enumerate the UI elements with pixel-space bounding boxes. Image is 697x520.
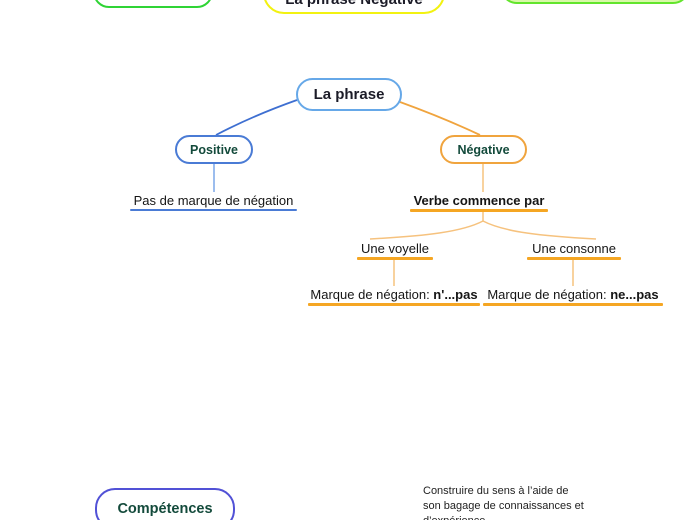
node-top-left-cutoff[interactable] bbox=[93, 0, 213, 8]
node-negative[interactable]: Négative bbox=[440, 135, 527, 164]
note-line-3: d’expérience bbox=[423, 514, 618, 520]
node-la-phrase-label: La phrase bbox=[313, 86, 385, 103]
topic-une-voyelle[interactable]: Une voyelle bbox=[361, 241, 429, 256]
link-root-positive bbox=[215, 99, 298, 136]
node-la-phrase-negative-label: La phrase Négative bbox=[285, 0, 423, 8]
note-construire-du-sens[interactable]: Construire du sens à l’aide de son bagag… bbox=[423, 484, 618, 520]
branch-underline-pas bbox=[130, 209, 297, 211]
link-verbe-consonne bbox=[482, 220, 597, 240]
node-negative-label: Négative bbox=[457, 142, 510, 157]
note-line-2: son bagage de connaissances et bbox=[423, 500, 584, 512]
note-line-1: Construire du sens à l’aide de bbox=[423, 485, 569, 497]
topic-marque-negation-voyelle[interactable]: Marque de négation: n'...pas bbox=[308, 287, 480, 302]
node-competences[interactable]: Compétences bbox=[95, 488, 235, 520]
topic-marque-negation-consonne[interactable]: Marque de négation: ne...pas bbox=[483, 287, 663, 302]
branch-underline-voyelle bbox=[357, 257, 433, 260]
node-positive-label: Positive bbox=[190, 142, 238, 157]
node-competences-label: Compétences bbox=[117, 501, 213, 517]
branch-underline-verbe bbox=[410, 209, 548, 212]
branch-underline-marque-voyelle bbox=[308, 303, 480, 306]
topic-pas-de-marque[interactable]: Pas de marque de négation bbox=[133, 193, 294, 208]
marque-voyelle-prefix: Marque de négation: bbox=[310, 287, 434, 302]
marque-voyelle-bold: n'...pas bbox=[433, 287, 478, 302]
branch-underline-consonne bbox=[527, 257, 621, 260]
topic-verbe-commence[interactable]: Verbe commence par bbox=[413, 193, 545, 208]
node-la-phrase-negative[interactable]: La phrase Négative bbox=[263, 0, 445, 14]
branch-underline-marque-consonne bbox=[483, 303, 663, 306]
node-la-phrase[interactable]: La phrase bbox=[296, 78, 402, 111]
node-positive[interactable]: Positive bbox=[175, 135, 253, 164]
topic-une-consonne[interactable]: Une consonne bbox=[532, 241, 616, 256]
node-top-right-cutoff[interactable] bbox=[500, 0, 690, 4]
marque-consonne-bold: ne...pas bbox=[610, 287, 659, 302]
link-verbe-voyelle bbox=[369, 220, 484, 240]
link-root-negative bbox=[399, 101, 481, 136]
marque-consonne-prefix: Marque de négation: bbox=[487, 287, 611, 302]
